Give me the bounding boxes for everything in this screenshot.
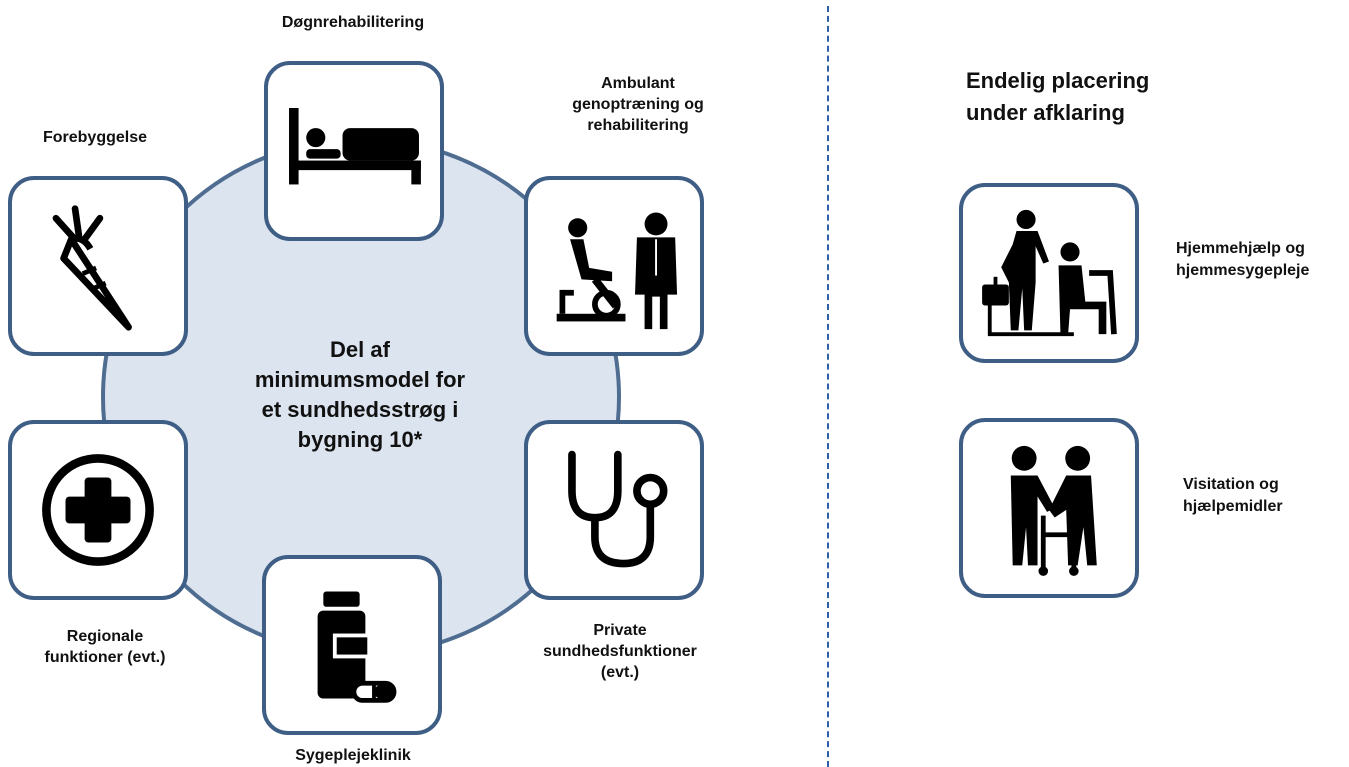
label-forebyggelse: Forebyggelse (42, 129, 148, 146)
node-forebyggelse (8, 176, 188, 356)
label-private: Private sundhedsfunktioner (evt.) (522, 620, 718, 683)
carrot-icon (52, 205, 132, 331)
node-ambulant (524, 176, 704, 356)
label-line: Hjemmehjælp og (1176, 240, 1305, 257)
node-hjemmehjaelp (959, 183, 1139, 363)
hub-text: Del af minimumsmodel for et sundhedsstrø… (240, 335, 480, 455)
label-line: Private (593, 622, 647, 639)
title-line: under afklaring (966, 100, 1125, 125)
home-care-nurse-icon (982, 209, 1117, 337)
label-line: sundhedsfunktioner (543, 643, 697, 660)
label-regionale: Regionale funktioner (evt.) (20, 626, 190, 668)
label-line: (evt.) (600, 664, 640, 681)
label-line: Visitation og (1183, 476, 1279, 493)
label-line: funktioner (evt.) (44, 649, 166, 666)
node-sygeplejeklinik (262, 555, 442, 735)
node-private (524, 420, 704, 600)
label-visitation: Visitation og hjælpemidler (1183, 474, 1333, 518)
label-line: hjælpemidler (1183, 498, 1283, 515)
label-line: genoptræning og (572, 96, 704, 113)
hub-text-line: minimumsmodel for (254, 367, 466, 392)
label-line: Ambulant (601, 75, 675, 92)
hub-text-line: Del af (330, 337, 390, 362)
stethoscope-icon (568, 450, 668, 568)
title-line: Endelig placering (966, 68, 1150, 93)
exercise-bike-doctor-icon (556, 212, 678, 330)
hub-text-line: bygning 10* (297, 427, 423, 452)
walker-assist-icon (1010, 445, 1097, 576)
right-section-title: Endelig placering under afklaring (966, 65, 1149, 129)
label-ambulant: Ambulant genoptræning og rehabilitering (545, 73, 731, 136)
hub-text-line: et sundhedsstrøg i (261, 397, 459, 422)
label-line: rehabilitering (587, 117, 689, 134)
label-line: Regionale (66, 628, 144, 645)
label-dognrehabilitering: Døgnrehabilitering (281, 14, 425, 31)
label-line: hjemmesygepleje (1176, 262, 1310, 279)
node-visitation (959, 418, 1139, 598)
node-regionale (8, 420, 188, 600)
node-dognrehabilitering (264, 61, 444, 241)
medical-cross-icon (42, 454, 154, 566)
bed-patient-icon (289, 108, 421, 185)
dashed-divider (827, 6, 829, 767)
pill-bottle-icon (317, 591, 397, 703)
label-sygeplejeklinik: Sygeplejeklinik (295, 747, 411, 764)
label-hjemmehjaelp: Hjemmehjælp og hjemmesygepleje (1176, 238, 1346, 282)
